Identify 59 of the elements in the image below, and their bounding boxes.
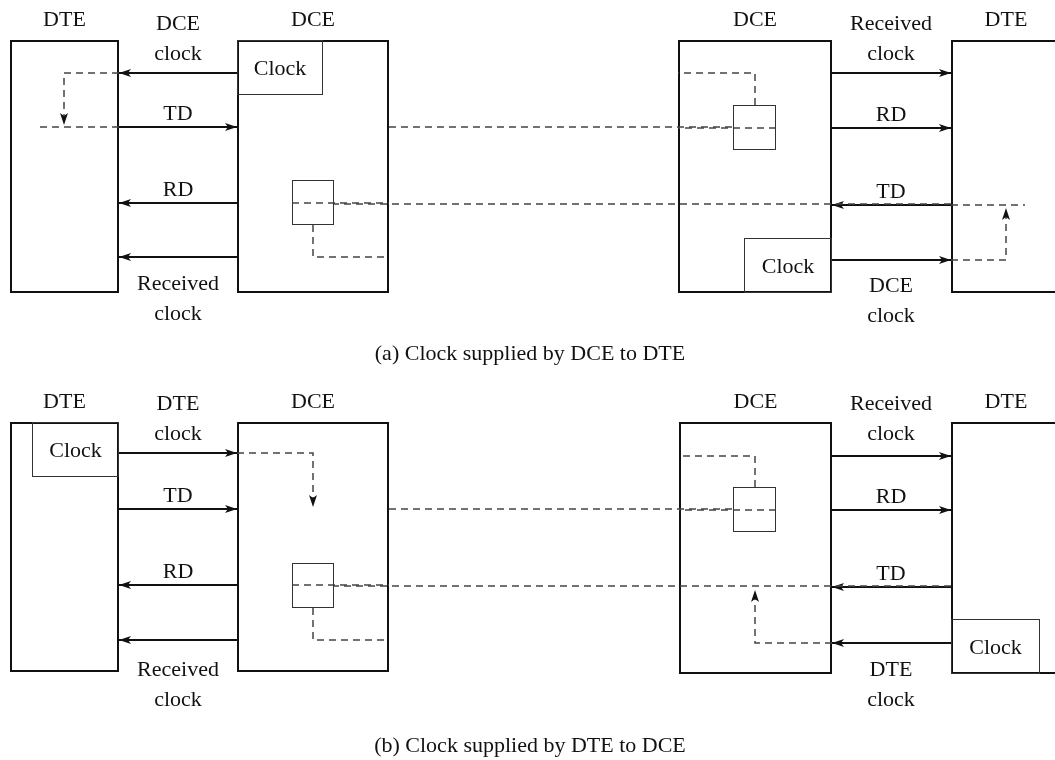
dashed-signal-line bbox=[388, 126, 734, 128]
signal-arrow bbox=[831, 69, 952, 77]
signal-label: DCE clock bbox=[154, 9, 202, 67]
clock-box: Clock bbox=[237, 40, 323, 95]
signal-arrow bbox=[118, 581, 238, 589]
signal-label: DTE clock bbox=[867, 655, 915, 713]
signal-arrow bbox=[118, 505, 238, 513]
signal-arrow bbox=[831, 452, 952, 460]
signal-label: Received clock bbox=[137, 655, 219, 713]
square-box bbox=[292, 180, 334, 225]
dashed-signal-line bbox=[678, 509, 777, 511]
signal-label: RD bbox=[875, 100, 907, 128]
unit-heading: DTE bbox=[983, 5, 1029, 33]
dashed-signal-line bbox=[677, 127, 777, 129]
dashed-signal-line bbox=[291, 584, 390, 586]
signal-arrow bbox=[831, 256, 952, 264]
dashed-signal-line bbox=[677, 72, 756, 106]
unit-heading: DTE bbox=[42, 5, 87, 33]
square-box bbox=[733, 105, 776, 150]
unit-heading: DCE bbox=[290, 387, 336, 415]
signal-arrow bbox=[118, 69, 238, 77]
unit-heading: DTE bbox=[983, 387, 1029, 415]
dashed-signal-line bbox=[333, 203, 952, 205]
signal-arrow bbox=[118, 636, 238, 644]
unit-heading: DTE bbox=[42, 387, 87, 415]
signal-label: RD bbox=[875, 482, 907, 510]
signal-arrow bbox=[831, 506, 952, 514]
signal-arrow bbox=[831, 639, 952, 647]
unit-heading: DCE bbox=[732, 5, 778, 33]
unit-heading: DCE bbox=[290, 5, 336, 33]
dashed-signal-line bbox=[388, 508, 734, 510]
figure-caption: (a) Clock supplied by DCE to DTE bbox=[373, 339, 687, 367]
clock-box: Clock bbox=[32, 422, 119, 477]
signal-label: Received clock bbox=[137, 269, 219, 327]
clock-box: Clock bbox=[744, 238, 832, 293]
signal-arrow bbox=[831, 124, 952, 132]
signal-label: TD bbox=[163, 481, 193, 509]
signal-label: Received clock bbox=[850, 389, 932, 447]
dashed-signal-line bbox=[291, 202, 390, 204]
clock-box: Clock bbox=[951, 619, 1040, 674]
dashed-signal-line bbox=[333, 585, 952, 587]
signal-arrow bbox=[118, 253, 238, 261]
signal-label: DTE clock bbox=[154, 389, 202, 447]
signal-label: DCE clock bbox=[867, 271, 915, 329]
square-box bbox=[292, 563, 334, 608]
signal-label: Received clock bbox=[850, 9, 932, 67]
unit-heading: DCE bbox=[732, 387, 779, 415]
signal-arrow bbox=[118, 449, 238, 457]
signal-arrow bbox=[831, 201, 952, 209]
signal-label: TD bbox=[876, 177, 906, 205]
signal-label: TD bbox=[876, 559, 906, 587]
square-box bbox=[733, 487, 776, 532]
signal-arrow bbox=[118, 199, 238, 207]
signal-label: RD bbox=[162, 557, 194, 585]
signal-arrow bbox=[118, 123, 238, 131]
signal-label: TD bbox=[163, 99, 193, 127]
figure-caption: (b) Clock supplied by DTE to DCE bbox=[373, 731, 687, 759]
signal-label: RD bbox=[162, 175, 194, 203]
signal-arrow bbox=[831, 583, 952, 591]
